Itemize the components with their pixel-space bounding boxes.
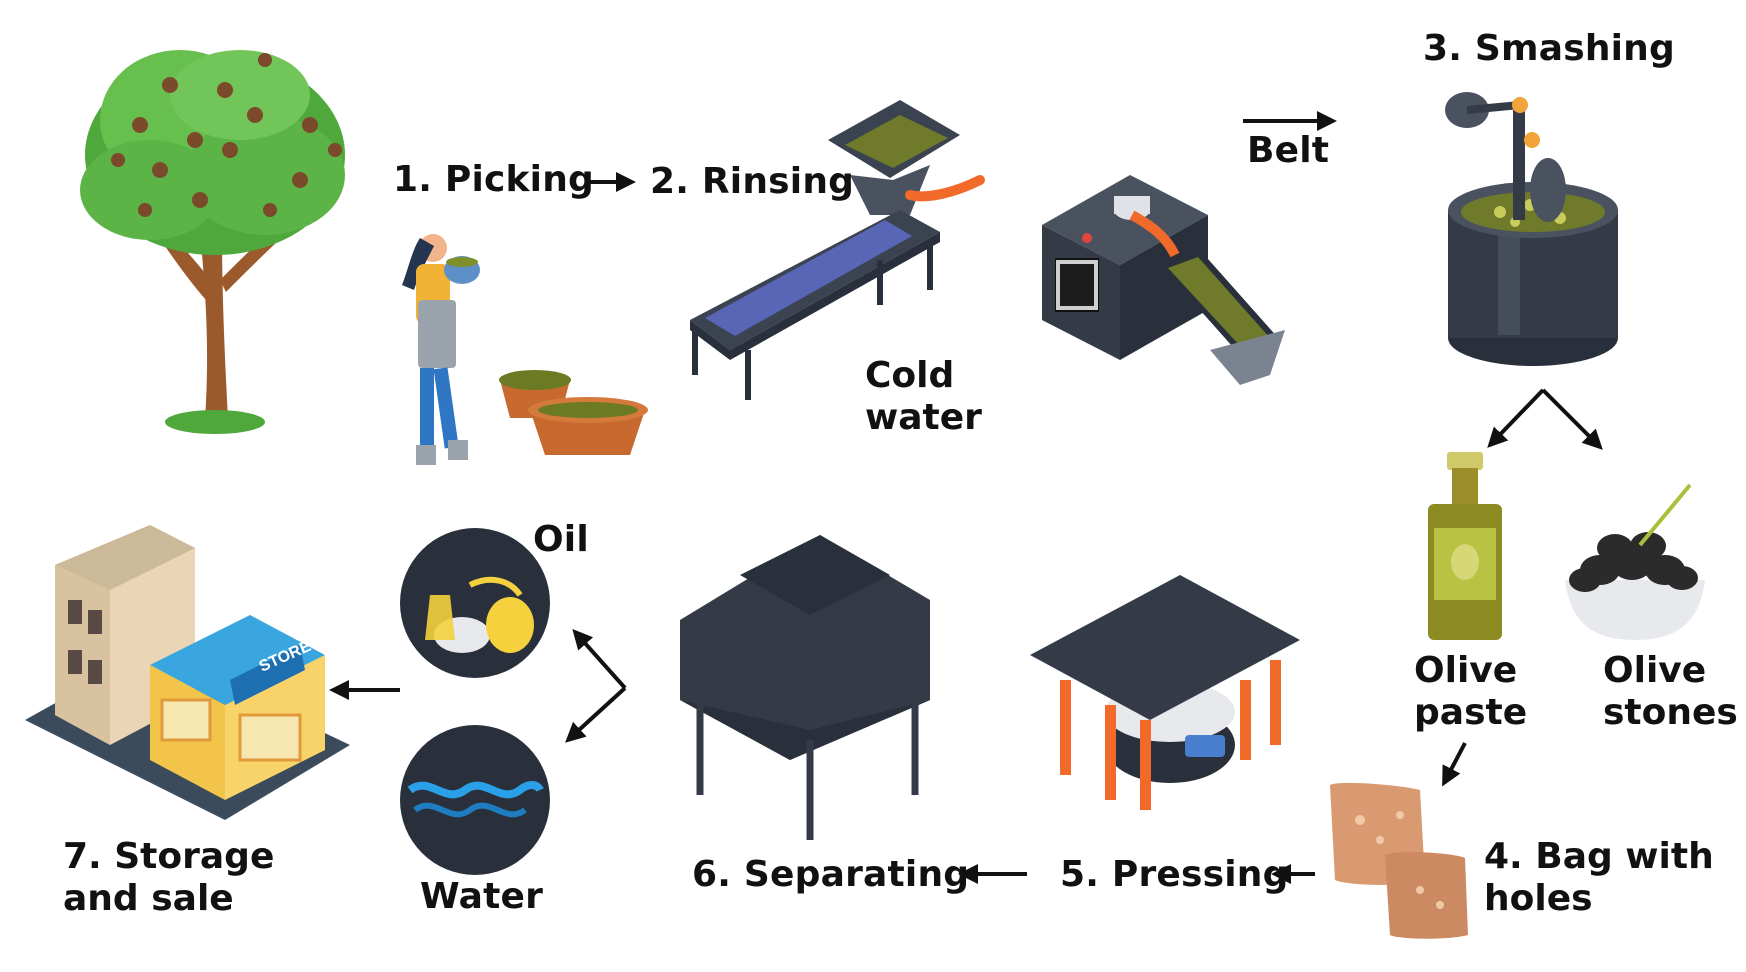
picker-woman-icon [402,234,480,465]
rinsing-machine-icon [690,100,985,400]
oil-label: Oil [533,519,589,560]
step-storage-label: 7. Storage and sale [63,836,274,921]
step-bag-label: 4. Bag with holes [1484,836,1714,921]
store-building-icon: STORE [25,525,350,820]
oil-circle-icon [400,528,550,678]
step-rinsing-label: 2. Rinsing [650,161,855,202]
olive-tree-icon [80,50,345,434]
olive-baskets-icon [499,370,648,455]
step-separating-label: 6. Separating [692,854,970,895]
arrow-smash-to-stones [1541,388,1603,450]
cold-water-label: Cold water [865,355,982,440]
cold-water-line1: Cold [865,355,955,396]
bags-with-holes-icon [1330,782,1468,939]
step-storage-line1: 7. Storage [63,836,275,877]
olive-stones-label: Olive stones [1603,650,1738,735]
step-bag-line1: 4. Bag with [1484,836,1714,877]
step-bag-line2: holes [1484,878,1593,920]
olive-stones-line1: Olive [1603,650,1707,691]
cold-water-line2: water [865,397,982,439]
arrow-paste-to-bag [1442,742,1467,787]
pressing-machine-icon [1030,575,1300,810]
separator-tank-icon [680,535,930,840]
step-storage-line2: and sale [63,878,234,920]
arrow-separate-to-oil [572,629,627,690]
olive-stones-bowl-icon [1565,483,1705,640]
belt-label: Belt [1247,130,1330,171]
olive-paste-line1: Olive [1414,650,1518,691]
olive-paste-label: Olive paste [1414,650,1527,735]
flow-arrows [329,111,1603,884]
step-smashing-label: 3. Smashing [1423,28,1675,69]
belt-machine-icon [1042,175,1285,385]
arrow-smash-to-paste [1487,388,1545,448]
olive-oil-bottle-icon [1428,452,1502,640]
arrow-separate-to-water [565,686,627,743]
olive-paste-line2: paste [1414,692,1528,734]
smashing-machine-icon [1445,92,1618,366]
step-pressing-label: 5. Pressing [1060,854,1289,895]
olive-stones-line2: stones [1603,692,1738,734]
water-circle-icon [400,725,550,875]
step-picking-label: 1. Picking [393,159,595,200]
water-label: Water [420,876,544,917]
